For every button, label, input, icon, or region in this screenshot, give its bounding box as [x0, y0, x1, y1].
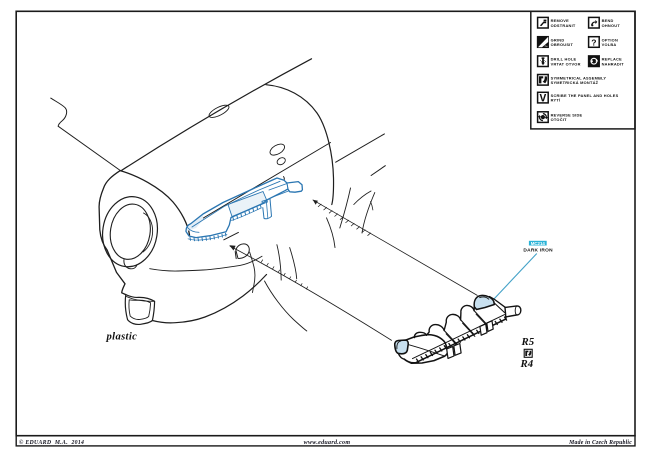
svg-text:SYMMETRICAL ASSEMBLY: SYMMETRICAL ASSEMBLY: [551, 75, 607, 80]
svg-text:© EDUARD M.A. 2014: © EDUARD M.A. 2014: [19, 439, 84, 446]
svg-text:VOLBA: VOLBA: [602, 42, 617, 47]
svg-text:www.eduard.com: www.eduard.com: [304, 440, 351, 446]
svg-text:NAHRADIT: NAHRADIT: [602, 61, 625, 66]
svg-text:R5: R5: [521, 336, 535, 348]
svg-text:MC214: MC214: [531, 241, 546, 246]
svg-text:plastic: plastic: [106, 332, 138, 343]
svg-text:?: ?: [591, 38, 596, 48]
svg-text:REPLACE: REPLACE: [602, 57, 622, 62]
svg-text:SCRIBE THE PANEL AND HOLES: SCRIBE THE PANEL AND HOLES: [551, 93, 619, 98]
svg-text:R4: R4: [520, 358, 534, 370]
svg-text:ODSTRANIT: ODSTRANIT: [551, 23, 576, 28]
svg-text:DRILL HOLE: DRILL HOLE: [551, 57, 577, 62]
svg-text:REVERSE SIDE: REVERSE SIDE: [551, 113, 583, 118]
svg-text:RYTÍ: RYTÍ: [551, 98, 561, 103]
svg-text:BEND: BEND: [602, 18, 614, 23]
svg-text:DARK IRON: DARK IRON: [523, 248, 553, 254]
svg-text:OPTION: OPTION: [602, 38, 618, 43]
svg-text:VRTAT OTVOR: VRTAT OTVOR: [551, 61, 581, 66]
svg-text:GRIND: GRIND: [551, 38, 565, 43]
svg-text:OHNOUT: OHNOUT: [602, 23, 621, 28]
svg-text:OTOČIT: OTOČIT: [551, 117, 567, 122]
svg-text:REMOVE: REMOVE: [551, 18, 570, 23]
svg-text:SYMETRICKÁ MONTÁŽ: SYMETRICKÁ MONTÁŽ: [551, 80, 599, 85]
svg-text:Made in Czech Republic: Made in Czech Republic: [568, 440, 632, 446]
svg-text:OBROUSIT: OBROUSIT: [551, 42, 574, 47]
